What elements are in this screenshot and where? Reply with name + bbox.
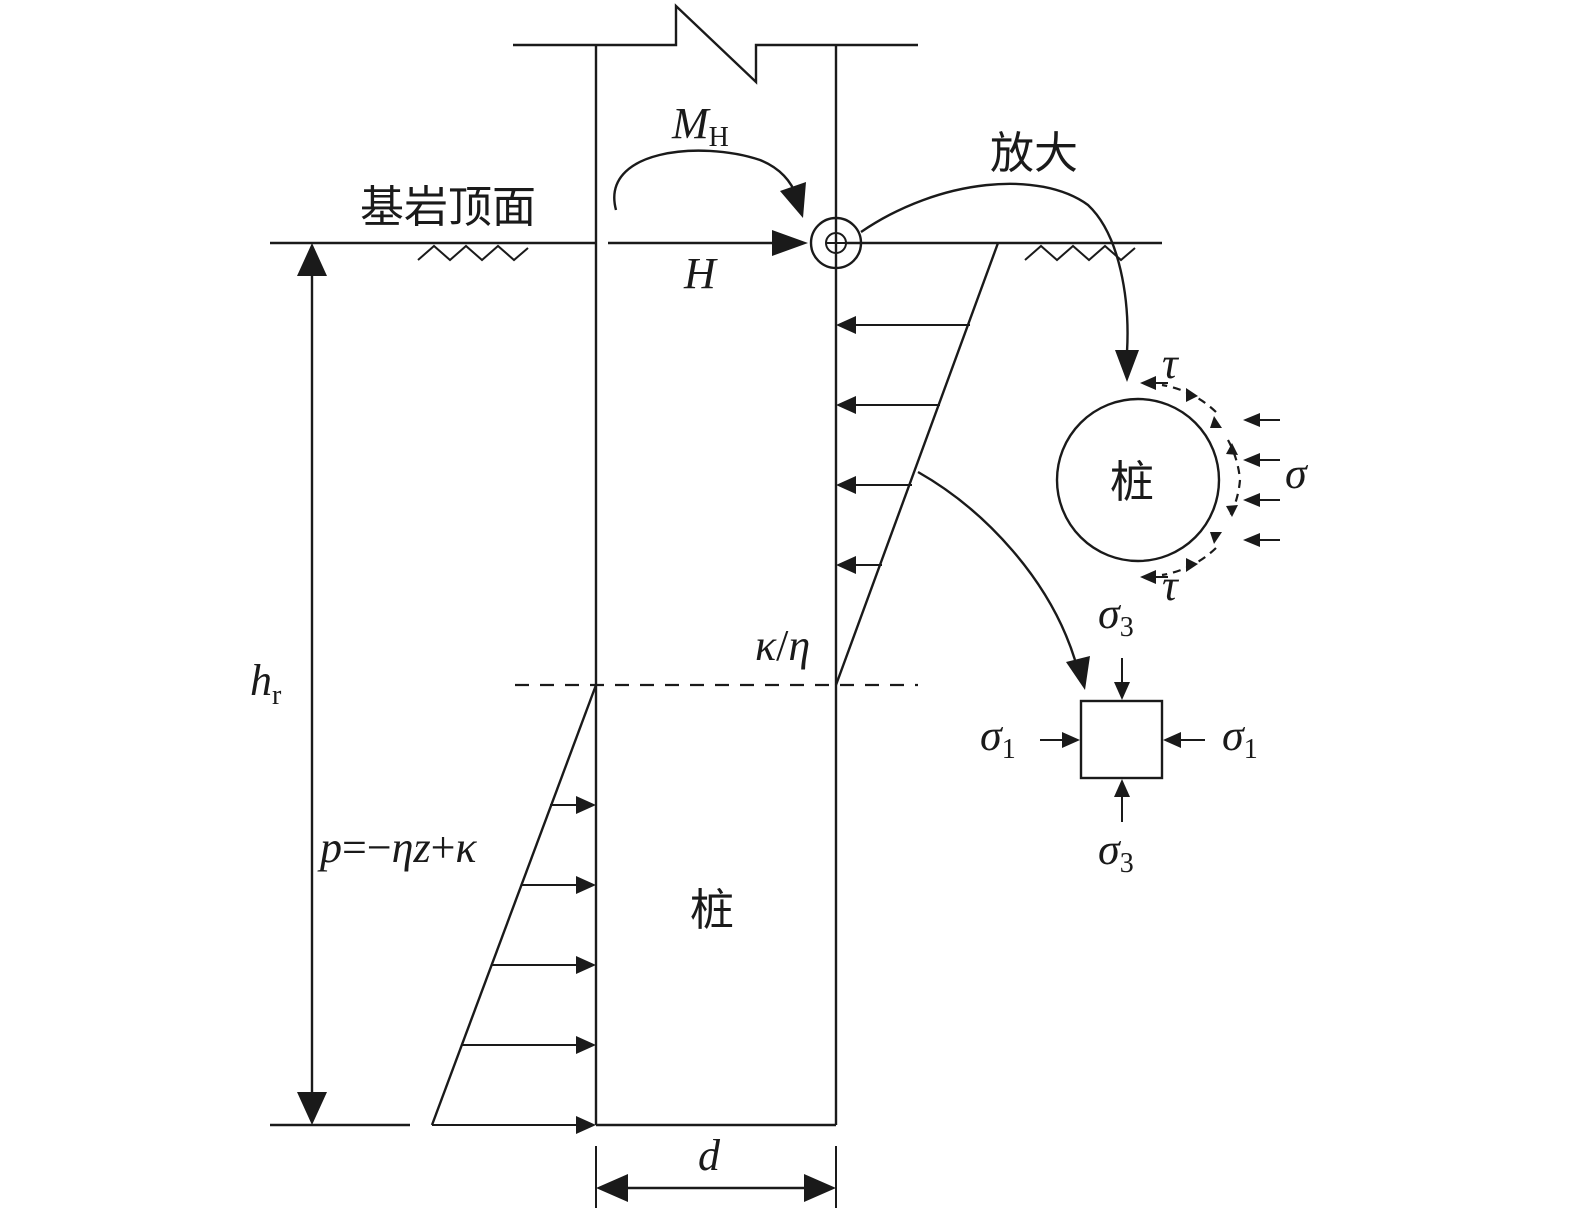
- bedrock-surface-line: [270, 241, 1162, 262]
- moment-arrow: [613, 149, 806, 218]
- horizontal-force-label: H: [683, 249, 718, 298]
- sigma3-top-label: σ3: [1098, 589, 1134, 643]
- principal-stress-arrows: [1040, 658, 1205, 822]
- upper-pressure-distribution: [834, 242, 1000, 686]
- moment-label: MH: [671, 99, 729, 153]
- tau-bottom-label: τ: [1162, 561, 1180, 610]
- sigma-label: σ: [1285, 449, 1309, 498]
- sigma1-right-label: σ1: [1222, 711, 1258, 765]
- stress-element: [1079, 699, 1164, 780]
- sigma1-left-label: σ1: [980, 711, 1016, 765]
- sigma3-bottom-label: σ3: [1098, 825, 1134, 879]
- enlarge-label: 放大: [990, 128, 1078, 179]
- bedrock-surface-label: 基岩顶面: [360, 182, 536, 233]
- pile-section-label: 桩: [1110, 457, 1154, 508]
- width-dimension: [595, 1146, 837, 1208]
- pressure-equation: p=−ηz+κ: [317, 823, 477, 872]
- pile-cross-section: [1055, 397, 1221, 563]
- width-label: d: [698, 1131, 721, 1180]
- lower-pressure-distribution: [430, 684, 598, 1134]
- pile-label: 桩: [690, 885, 734, 936]
- shear-stress-arcs: [1140, 376, 1242, 584]
- depth-dimension: [297, 243, 327, 1125]
- element-arrow: [917, 470, 1090, 690]
- tau-top-label: τ: [1162, 339, 1180, 388]
- focus-point-icon: [809, 216, 863, 270]
- depth-label: hr: [250, 656, 282, 711]
- enlarge-arrow: [860, 182, 1139, 382]
- pile-outline: [513, 3, 918, 1125]
- normal-stress-arrows: [1243, 413, 1280, 547]
- kappa-eta-label: κ/η: [755, 621, 810, 670]
- horizontal-force-arrow: [608, 230, 808, 256]
